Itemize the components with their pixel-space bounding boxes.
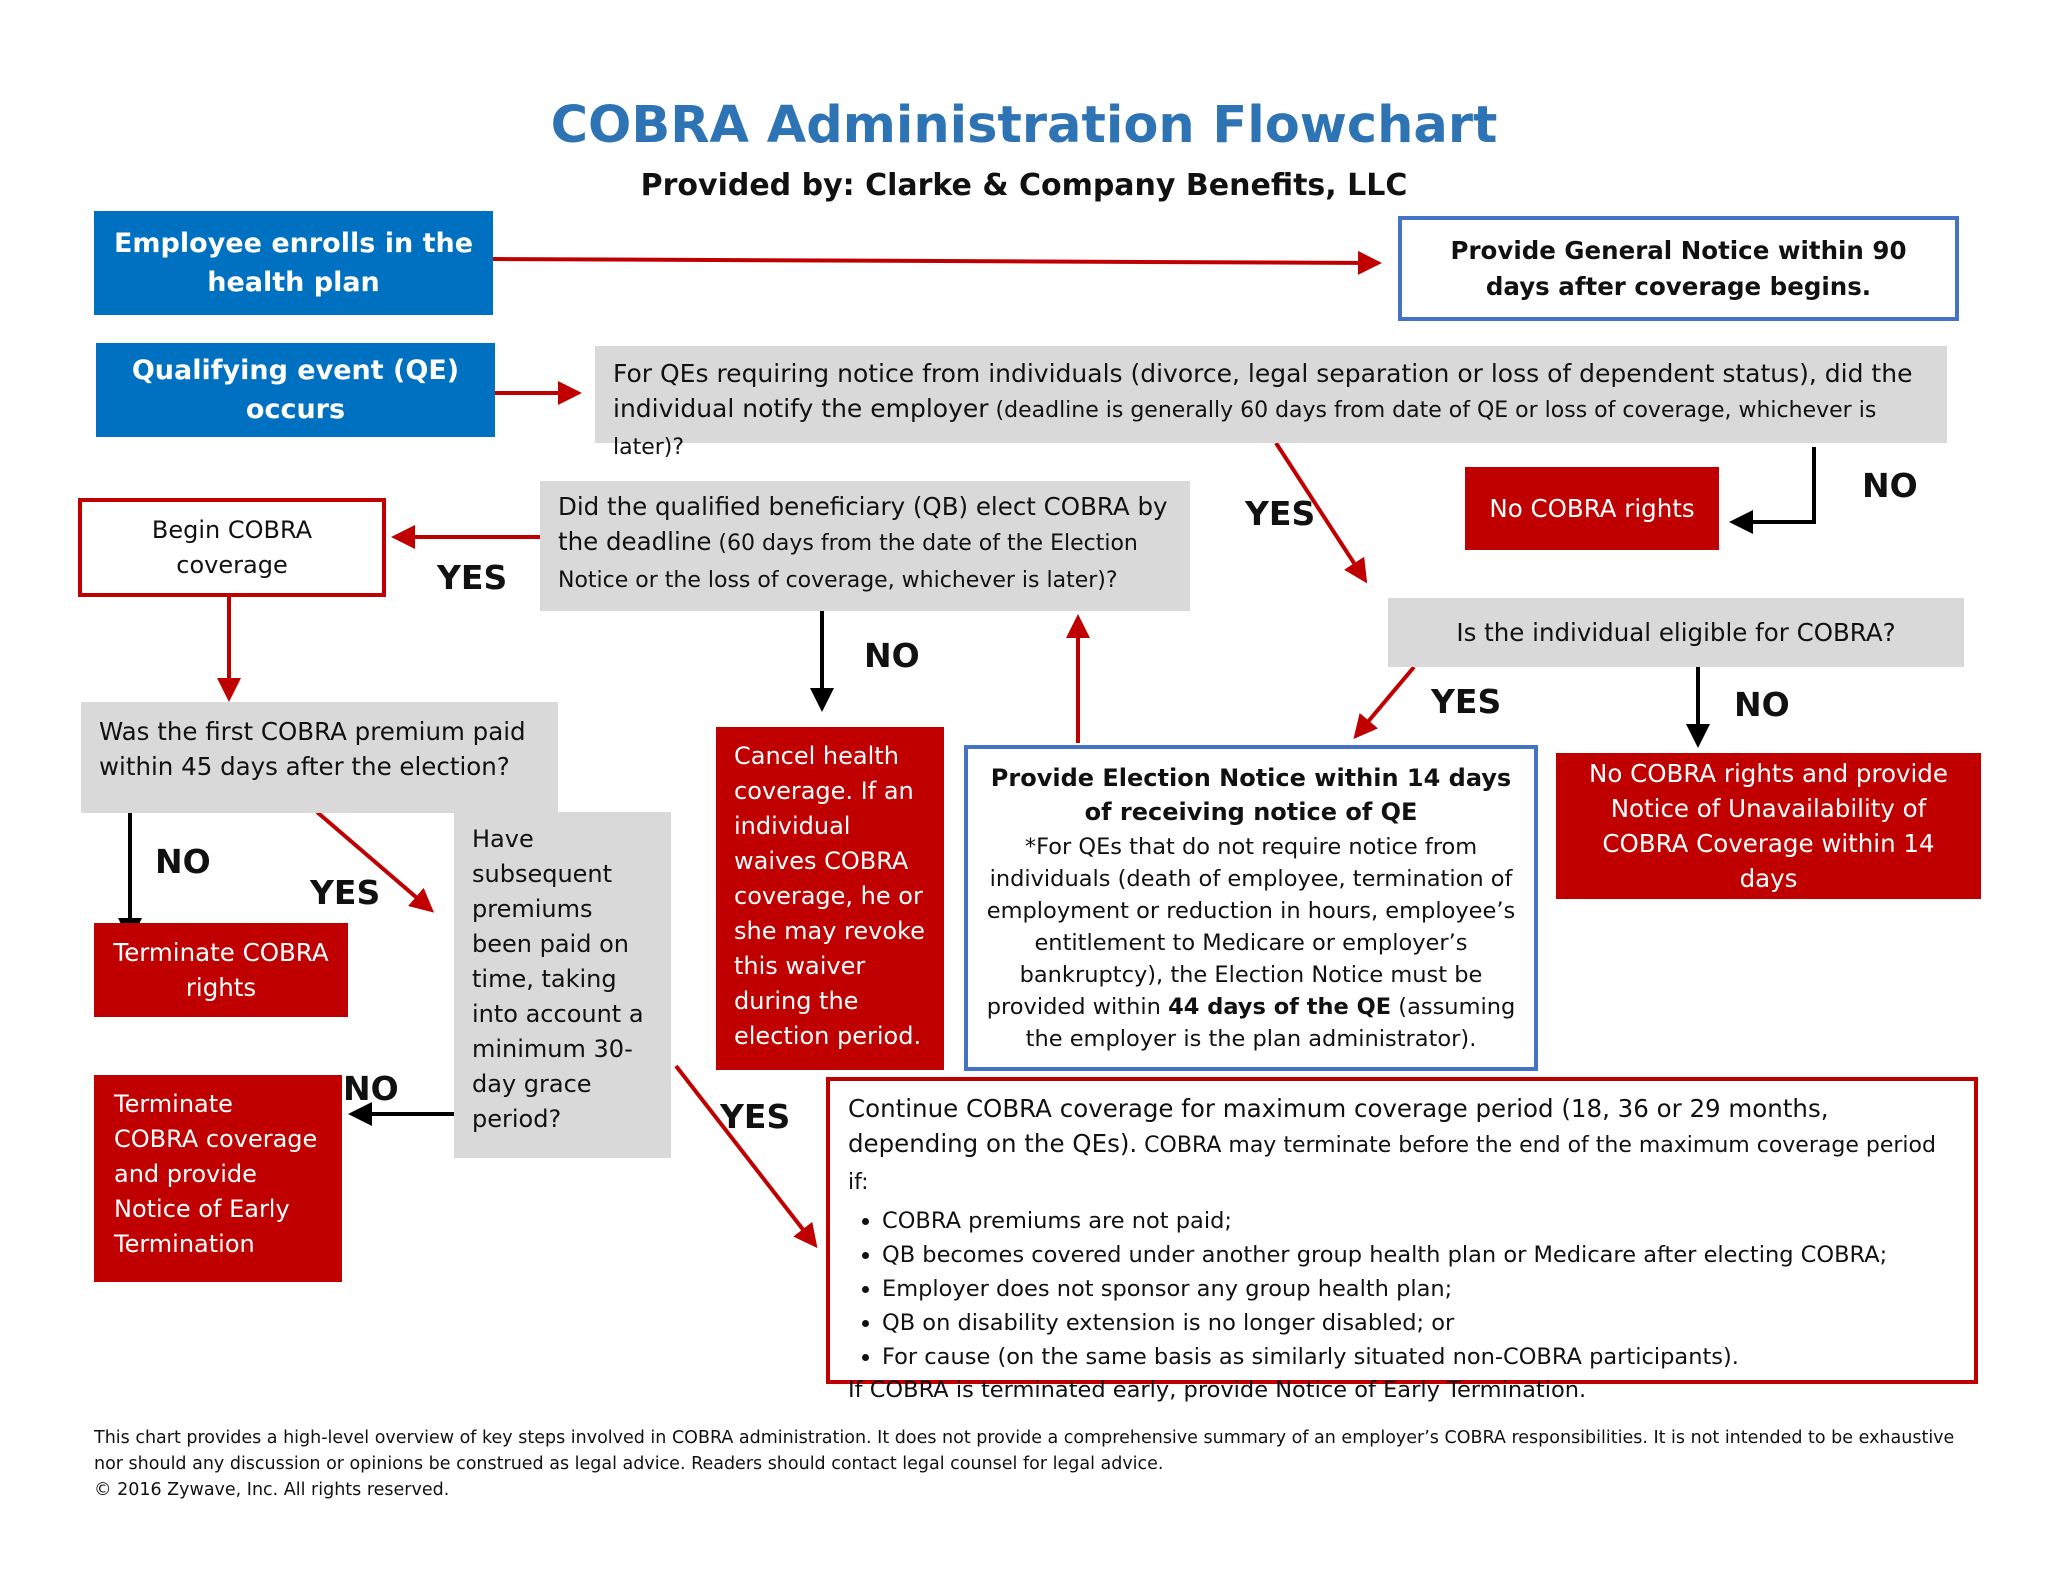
label-eligible-yes: YES — [1431, 682, 1502, 721]
node-general-notice-text: Provide General Notice within 90 days af… — [1450, 235, 1907, 301]
node-first-premium-question-text: Was the first COBRA premium paid within … — [99, 717, 526, 781]
qe-notice-deadline-text: (deadline is generally 60 days from date… — [613, 398, 1877, 460]
list-item: Employer does not sponsor any group heal… — [882, 1272, 1956, 1306]
node-elect-question: Did the qualified beneficiary (QB) elect… — [540, 481, 1190, 611]
label-first-yes: YES — [310, 873, 381, 912]
continue-intro: Continue COBRA coverage for maximum cove… — [848, 1091, 1956, 1200]
node-begin-cobra: Begin COBRA coverage — [78, 498, 386, 597]
node-notice-unavailability: No COBRA rights and provide Notice of Un… — [1556, 753, 1981, 899]
continue-intro-main: Continue COBRA coverage for maximum cove… — [848, 1094, 1829, 1158]
node-no-cobra-rights-text: No COBRA rights — [1489, 494, 1695, 523]
continue-termination-list: COBRA premiums are not paid; QB becomes … — [848, 1204, 1956, 1374]
label-qe-yes: YES — [1245, 494, 1316, 533]
elect-question-deadline-text: (60 days from the date of the Election N… — [558, 531, 1138, 593]
election-notice-body-text: *For QEs that do not require notice from… — [986, 834, 1516, 1020]
node-qualifying-event: Qualifying event (QE) occurs — [96, 343, 495, 437]
node-eligible-question-text: Is the individual eligible for COBRA? — [1456, 618, 1896, 647]
arrow-qe-no — [1729, 447, 1816, 534]
node-cancel-coverage: Cancel health coverage. If an individual… — [716, 727, 944, 1070]
node-terminate-early-text: Terminate COBRA coverage and provide Not… — [114, 1090, 318, 1258]
arrow-first-yes — [315, 810, 435, 913]
label-elect-no: NO — [864, 636, 920, 675]
list-item: QB on disability extension is no longer … — [882, 1306, 1956, 1340]
label-qe-no: NO — [1862, 466, 1918, 505]
node-terminate-rights-text: Terminate COBRA rights — [113, 938, 329, 1002]
qe-notice-main-text: For QEs requiring notice from individual… — [613, 359, 1913, 423]
node-terminate-rights: Terminate COBRA rights — [94, 923, 348, 1017]
node-notice-unavailability-text: No COBRA rights and provide Notice of Un… — [1589, 759, 1948, 893]
node-election-notice: Provide Election Notice within 14 days o… — [964, 745, 1538, 1071]
label-subsequent-no: NO — [343, 1069, 399, 1108]
node-no-cobra-rights: No COBRA rights — [1465, 467, 1719, 550]
arrow-enroll-to-notice — [492, 250, 1382, 275]
arrow-subsequent-yes — [674, 1064, 818, 1249]
node-subsequent-premiums: Have subsequent premiums been paid on ti… — [454, 812, 671, 1158]
election-notice-body-end: (assuming the employer is the plan admin… — [1025, 994, 1516, 1052]
continue-intro-condition: COBRA may terminate before the end of th… — [848, 1133, 1936, 1195]
node-qualifying-event-text: Qualifying event (QE) occurs — [131, 355, 460, 425]
label-elect-yes: YES — [437, 558, 508, 597]
node-first-premium-question: Was the first COBRA premium paid within … — [81, 702, 558, 813]
node-terminate-early: Terminate COBRA coverage and provide Not… — [94, 1075, 342, 1282]
arrow-qe-yes — [1274, 441, 1368, 584]
arrow-eligible-yes — [1353, 665, 1416, 740]
list-item: COBRA premiums are not paid; — [882, 1204, 1956, 1238]
election-notice-deadline: 44 days of the QE — [1168, 994, 1392, 1020]
list-item: QB becomes covered under another group h… — [882, 1238, 1956, 1272]
footer: This chart provides a high-level overvie… — [94, 1425, 1964, 1503]
node-employee-enrolls: Employee enrolls in the health plan — [94, 211, 493, 315]
node-employee-enrolls-text: Employee enrolls in the health plan — [113, 228, 474, 298]
footer-disclaimer: This chart provides a high-level overvie… — [94, 1428, 1955, 1474]
label-eligible-no: NO — [1734, 685, 1790, 724]
label-first-no: NO — [155, 842, 211, 881]
page-subtitle: Provided by: Clarke & Company Benefits, … — [640, 168, 1408, 203]
node-general-notice: Provide General Notice within 90 days af… — [1398, 216, 1959, 321]
node-qe-notice-question: For QEs requiring notice from individual… — [595, 346, 1947, 460]
node-cancel-coverage-text: Cancel health coverage. If an individual… — [734, 742, 925, 1050]
elect-question-main-text: Did the qualified beneficiary (QB) elect… — [558, 492, 1168, 556]
election-notice-title: Provide Election Notice within 14 days o… — [990, 764, 1512, 826]
footer-copyright: © 2016 Zywave, Inc. All rights reserved. — [94, 1480, 450, 1500]
node-eligible-question: Is the individual eligible for COBRA? — [1388, 598, 1964, 667]
node-begin-cobra-text: Begin COBRA coverage — [151, 515, 313, 579]
node-continue-coverage: Continue COBRA coverage for maximum cove… — [826, 1077, 1978, 1403]
continue-early-termination-note: If COBRA is terminated early, provide No… — [848, 1377, 1587, 1403]
list-item: For cause (on the same basis as similarl… — [882, 1340, 1956, 1374]
node-subsequent-premiums-text: Have subsequent premiums been paid on ti… — [472, 825, 644, 1133]
election-notice-body: *For QEs that do not require notice from… — [982, 831, 1520, 1055]
page-title: COBRA Administration Flowchart — [550, 96, 1498, 155]
label-subsequent-yes: YES — [720, 1097, 791, 1136]
